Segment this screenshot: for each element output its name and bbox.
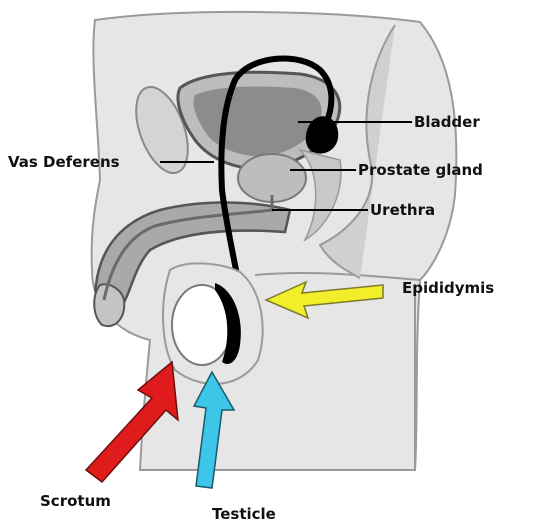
label-bladder: Bladder [414,113,480,131]
glans [94,284,124,326]
label-urethra: Urethra [370,201,435,219]
prostate [238,154,306,202]
label-testicle: Testicle [212,505,276,523]
label-scrotum: Scrotum [40,492,111,510]
label-vas-deferens: Vas Deferens [8,153,120,171]
label-epididymis: Epididymis [402,279,494,297]
label-prostate-gland: Prostate gland [358,161,483,179]
